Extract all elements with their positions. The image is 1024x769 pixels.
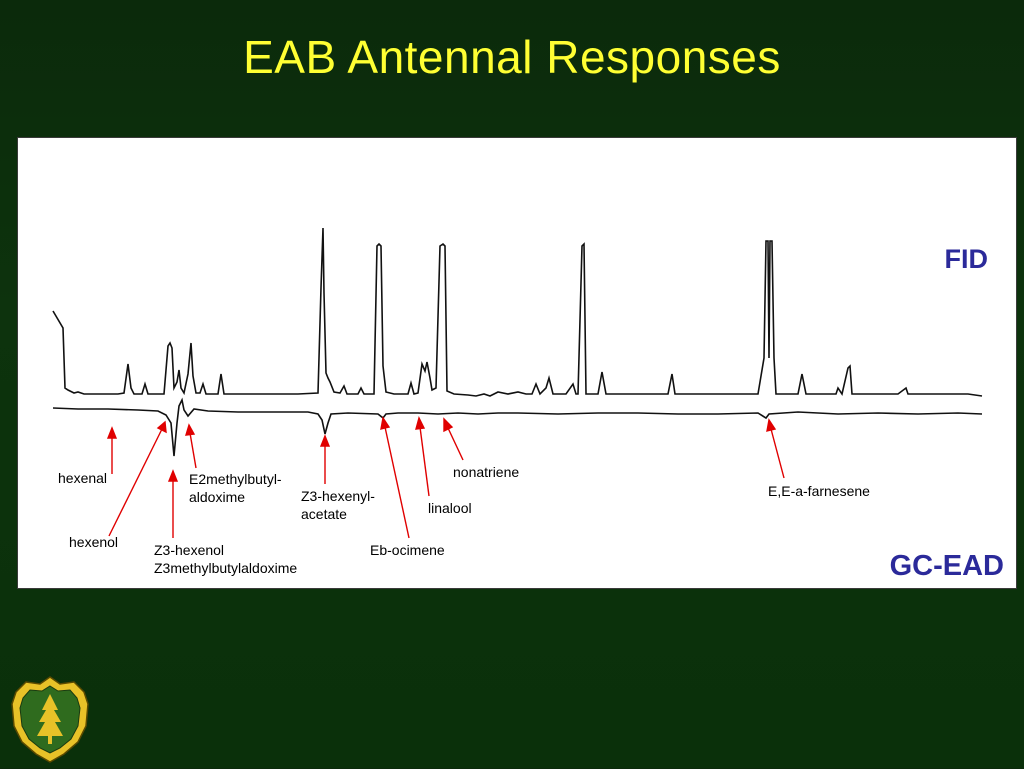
label-eb-ocimene: Eb-ocimene [370,542,445,558]
label-e2methylbutyl-aldoxime: E2methylbutyl- aldoxime [189,471,282,505]
label-z3-hexenyl-acetate: Z3-hexenyl- acetate [301,488,375,522]
arrow-nonatriene [447,427,464,461]
forest-service-logo [8,674,92,764]
arrowhead-z3-hexenyl-acetate [319,434,331,447]
arrowhead-z3-hexenol [167,469,179,482]
arrowhead-hexenol [156,420,167,434]
arrow-hexenol [108,428,163,537]
chromatogram-svg [52,227,983,539]
label-nonatriene: nonatriene [453,464,520,480]
label-linalool: linalool [428,500,472,516]
arrowhead-farnesene [766,418,777,432]
fid-trace [52,227,983,397]
arrow-farnesene [770,428,785,479]
label-z3-hexenol: Z3-hexenol Z3methylbutylaldoxime [154,542,298,576]
arrowhead-linalool [415,416,426,430]
arrow-e2methylbutyl [189,432,197,469]
label-hexenol: hexenol [69,534,119,550]
arrowhead-e2methylbutyl [185,423,196,436]
forest-service-shield-icon [11,676,89,763]
arrow-linalool [419,426,430,497]
fid-label: FID [944,244,989,274]
label-hexenal: hexenal [58,470,108,486]
slide-title: EAB Antennal Responses [243,31,781,83]
chromatogram-figure: FID GC-EAD hexenal hexenol Z3-hexenol Z3… [17,137,1017,589]
arrowhead-nonatriene [443,417,454,433]
annotation-arrows [106,416,785,539]
arrowhead-hexenal [106,426,118,439]
label-farnesene: E,E-a-farnesene [768,483,870,499]
arrow-eb-ocimene [384,426,410,539]
arrowhead-eb-ocimene [380,416,391,430]
gc-ead-trace [52,397,983,457]
gc-ead-label: GC-EAD [889,550,1004,582]
